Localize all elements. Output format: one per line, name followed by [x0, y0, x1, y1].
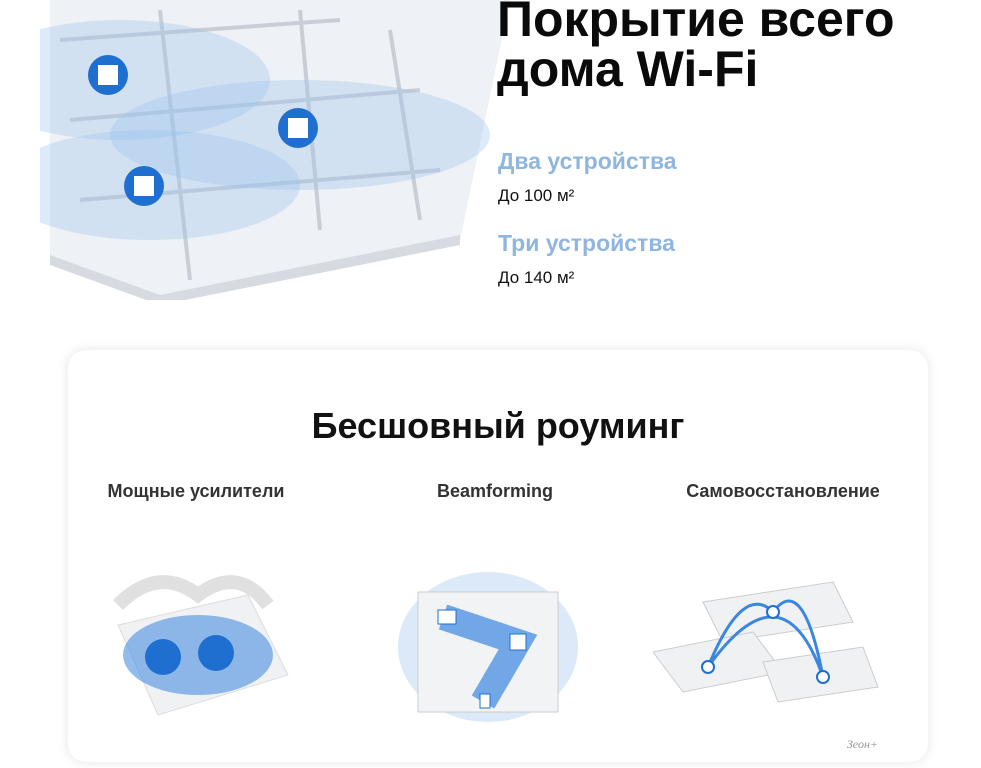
- feature-self-healing: Самовосстановление: [686, 481, 880, 501]
- feature-amplifiers: Мощные усилители: [107, 481, 285, 501]
- beamforming-illustration: [398, 572, 578, 722]
- option-three-devices-value: До 140 м²: [498, 268, 575, 287]
- title-line-2: дома Wi-Fi: [497, 41, 759, 97]
- feature-beamforming: Beamforming: [436, 481, 553, 501]
- watermark: Зеон+: [846, 737, 878, 751]
- self-healing-illustration: [653, 581, 879, 703]
- option-two-devices-value: До 100 м²: [498, 186, 575, 205]
- option-two-devices-label: Два устройства: [498, 148, 677, 174]
- title-line-1: Покрытие всего: [497, 0, 895, 47]
- house-floorplan-illustration: [40, 0, 510, 300]
- deco-device-icon: [88, 55, 318, 206]
- page-title: Покрытие всего дома Wi-Fi: [497, 0, 895, 94]
- seamless-roaming-card: Бесшовный роуминг Мощные усилители Beamf…: [68, 350, 928, 762]
- card-title: Бесшовный роуминг: [311, 405, 685, 446]
- amplifiers-illustration: [113, 575, 289, 716]
- option-three-devices-label: Три устройства: [498, 230, 675, 256]
